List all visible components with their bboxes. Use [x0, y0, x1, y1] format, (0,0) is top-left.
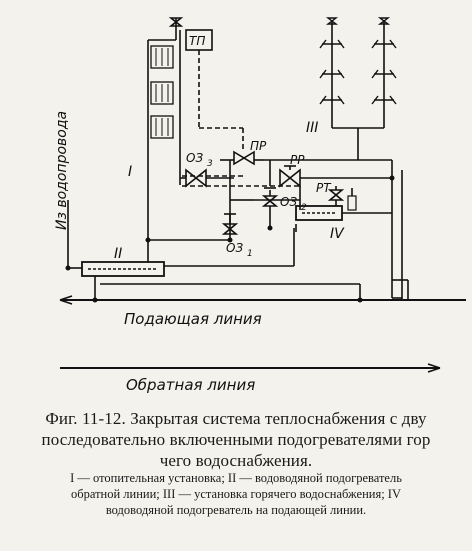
label-return-line: Обратная линия	[126, 376, 255, 394]
air-valve	[168, 17, 184, 27]
label-pr: ПР	[250, 139, 267, 153]
label-supply-line: Подающая линия	[124, 310, 262, 328]
radiator-3	[150, 115, 174, 139]
label-heating-I: I	[128, 164, 132, 180]
caption-title-line-2: последовательно включенными подогревател…	[41, 430, 431, 449]
label-oz1: ОЗ	[226, 241, 243, 255]
caption-legend-line-1: I — отопительная установка; II — водовод…	[70, 471, 402, 485]
caption-legend-line-3: водоводяной подогреватель на подающей ли…	[105, 503, 367, 517]
label-heater-II: II	[114, 246, 122, 262]
label-oz2-sub: 2	[301, 203, 307, 213]
label-water-supply: Из водопровода	[54, 111, 70, 230]
label-oz3: ОЗ	[186, 151, 203, 165]
radiator-2	[150, 81, 174, 105]
regulator-rr	[279, 168, 301, 188]
valve-oz3	[185, 168, 207, 188]
heating-scheme-diagram: Из водопровода II I III IV ТП ПР РР РТ О…	[54, 17, 466, 394]
regulator-pr	[233, 150, 255, 166]
label-oz1-sub: 1	[247, 249, 253, 259]
valve-oz1	[221, 223, 239, 235]
label-tp: ТП	[189, 34, 205, 48]
hot-water-taps	[319, 17, 397, 105]
figure-caption-title: Фиг. 11-12. Закрытая система теплоснабже…	[0, 408, 472, 471]
label-heater-IV: IV	[330, 226, 345, 242]
label-rt: РТ	[316, 181, 332, 195]
label-oz2: ОЗ	[280, 195, 297, 209]
caption-title-line-3: чего водоснабжения.	[159, 451, 313, 470]
return-arrow	[427, 363, 441, 373]
label-oz3-sub: 3	[207, 159, 213, 169]
label-rr: РР	[290, 153, 305, 167]
valve-oz2	[261, 195, 279, 207]
radiator-1	[150, 45, 174, 69]
caption-title-line-1: Фиг. 11-12. Закрытая система теплоснабже…	[45, 409, 427, 428]
figure-caption-legend: I — отопительная установка; II — водовод…	[0, 470, 472, 518]
regulator-rt	[327, 189, 345, 201]
supply-arrow	[59, 295, 73, 305]
heater-II	[81, 261, 165, 277]
caption-legend-line-2: обратной линии; III — установка горячего…	[71, 487, 401, 501]
label-hot-water-III: III	[306, 120, 318, 136]
rt-sensor	[347, 195, 357, 211]
